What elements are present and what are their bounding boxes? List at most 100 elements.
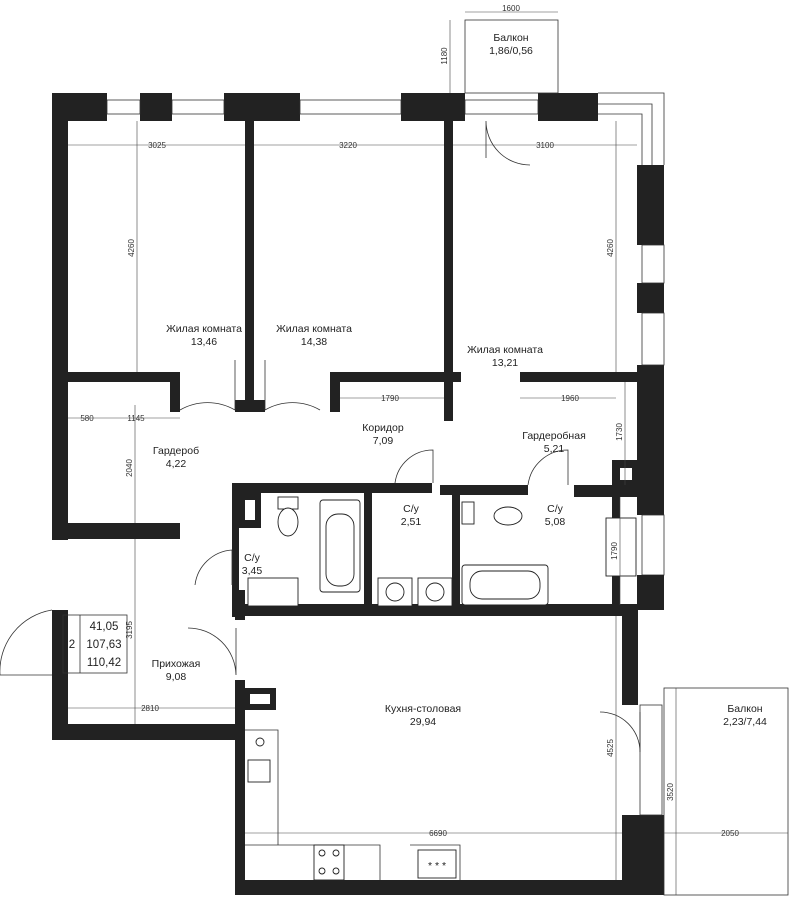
door-bath1	[394, 449, 434, 484]
dim-balcony-top	[449, 11, 558, 93]
room-labels: Жилая комната 13,46 Жилая комната 14,38 …	[152, 32, 767, 728]
room-area-living-2: 14,38	[301, 336, 327, 348]
dim-room3-width: 3100	[536, 141, 554, 150]
toilet-bowl-1	[277, 507, 299, 537]
room-name-corridor: Коридор	[362, 422, 404, 434]
door-opening-left	[52, 540, 68, 610]
toilet-tank-1	[277, 496, 299, 510]
door-hallway	[187, 627, 237, 676]
stove	[417, 849, 457, 879]
room-area-balcony-right: 2,23/7,44	[723, 716, 767, 728]
washer-1-drum	[385, 582, 405, 602]
dim-room1-width: 3025	[148, 141, 166, 150]
wall-room1-room2	[245, 121, 254, 409]
dim-corridor-right: 1960	[561, 394, 579, 403]
fixtures: * * *	[245, 496, 637, 881]
wall-wardrobe-bottom	[68, 523, 180, 539]
room-area-living-1: 13,46	[191, 336, 217, 348]
wall-top-2	[140, 93, 172, 121]
window-top-1	[106, 99, 141, 115]
room-name-living-2: Жилая комната	[276, 323, 352, 335]
dim-corridor-left: 1790	[381, 394, 399, 403]
wall-kitchen-top	[235, 604, 637, 616]
window-kitchen-right	[639, 704, 663, 816]
door-bath2	[527, 449, 569, 486]
bathtub-2-inner	[469, 570, 541, 600]
dim-kitchen-width: 6690	[429, 829, 447, 838]
summary-box: 2 41,05 107,63 110,42	[62, 614, 128, 674]
window-right-3	[641, 514, 665, 576]
room-area-dressing: 5,21	[544, 443, 565, 455]
walls	[52, 92, 665, 895]
double-sink	[605, 517, 637, 577]
door-bath3	[194, 549, 233, 586]
wall-bath2-top-right	[574, 485, 637, 497]
dim-kitchen	[245, 616, 622, 880]
summary-rooms-count: 2	[69, 639, 75, 651]
room-area-living-3: 13,21	[492, 357, 518, 369]
window-right-2	[641, 312, 665, 366]
dim-hallway-width: 2810	[141, 704, 159, 713]
room-name-living-3: Жилая комната	[467, 344, 543, 356]
dim-wardrobe-height: 2040	[125, 459, 134, 477]
door-balcony-top	[485, 120, 531, 166]
room-name-balcony-top: Балкон	[493, 32, 528, 44]
wall-kitchen-right-1	[622, 610, 638, 705]
room-name-hallway: Прихожая	[152, 658, 201, 670]
window-corner	[598, 92, 665, 165]
dim-wardrobe	[68, 405, 180, 523]
wall-kitchen-bottom	[235, 880, 635, 895]
wall-bath1-right	[452, 485, 460, 608]
wall-doors-center	[235, 400, 265, 412]
dishwasher-symbol	[255, 737, 265, 747]
wall-top-3	[224, 93, 300, 121]
kitchen-column-hole	[250, 694, 270, 704]
wall-left	[52, 93, 68, 740]
dim-hallway-height: 3195	[125, 621, 134, 639]
balcony-right-outline	[663, 687, 789, 896]
hob-burner-1	[318, 849, 326, 857]
wall-room2-bottom	[330, 372, 461, 382]
wall-right-2	[637, 283, 664, 313]
room-name-balcony-right: Балкон	[727, 703, 762, 715]
room-name-dressing: Гардеробная	[522, 430, 586, 442]
washer-2-drum	[425, 582, 445, 602]
balconies	[464, 19, 789, 896]
wall-top-5	[538, 93, 598, 121]
room-name-bath-1: С/у	[403, 503, 420, 515]
wall-bath2-top-left	[440, 485, 528, 495]
wall-right-4	[637, 475, 664, 515]
dim-room1-height: 4260	[127, 239, 136, 257]
kitchen-sink	[247, 759, 271, 783]
dim-corridor	[340, 382, 626, 485]
dim-dressing-height: 1730	[615, 423, 624, 441]
hob-burner-2	[332, 849, 340, 857]
room-name-bath-3: С/у	[244, 552, 261, 564]
hob-burner-3	[318, 867, 326, 875]
dim-bath-height: 1790	[610, 542, 619, 560]
wall-left-lower	[52, 675, 68, 740]
wall-room1-jamb	[170, 372, 180, 412]
summary-total-area-balconies: 110,42	[87, 657, 121, 669]
summary-total-area: 107,63	[86, 639, 121, 651]
dimension-lines	[68, 11, 788, 895]
summary-frame	[62, 614, 128, 674]
door-balcony-right	[599, 711, 641, 753]
wall-right-3	[637, 365, 664, 475]
wall-kitchen-left	[235, 680, 245, 895]
wall-room2-room3	[444, 121, 453, 421]
wall-right-1	[637, 165, 664, 245]
room-name-kitchen: Кухня-столовая	[385, 703, 461, 715]
room-area-bath-2: 5,08	[545, 516, 566, 528]
toilet-tank-2	[461, 501, 475, 525]
door-entrance	[0, 609, 53, 676]
dim-balcony-top-width: 1600	[502, 4, 520, 13]
summary-living-area: 41,05	[90, 621, 119, 633]
doors	[0, 120, 641, 753]
wall-bath1-left	[364, 483, 372, 608]
door-room1	[179, 402, 236, 411]
wall-right-5	[637, 575, 664, 610]
stove-marks: * * *	[428, 860, 446, 872]
room-area-corridor: 7,09	[373, 435, 394, 447]
wall-baths-top	[232, 483, 432, 493]
